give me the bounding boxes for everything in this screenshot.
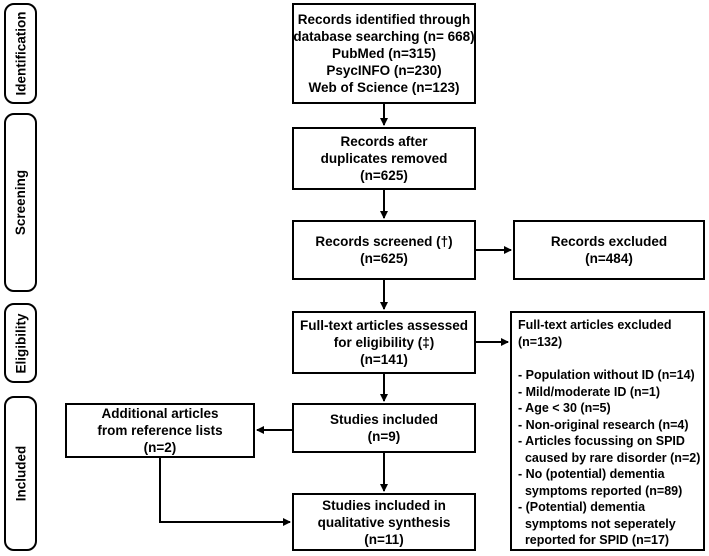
records-deduplicated-line-2: duplicates removed bbox=[320, 151, 448, 166]
fulltext-excluded-header-1: Full-text articles excluded bbox=[518, 318, 672, 332]
arrow-additional-to-qualitative bbox=[159, 458, 291, 526]
records-identified-line-2: database searching (n= 668) bbox=[293, 29, 475, 44]
records-identified-line-3: PubMed (n=315) bbox=[332, 46, 436, 61]
additional-articles-line-2: from reference lists bbox=[97, 423, 223, 438]
fulltext-assessed-line-1: Full-text articles assessed bbox=[299, 318, 469, 333]
qualitative-synthesis-line-3: (n=11) bbox=[364, 531, 404, 547]
fulltext-excluded-header-2: (n=132) bbox=[518, 334, 563, 349]
records-identified-line-4: PsycINFO (n=230) bbox=[326, 63, 442, 78]
additional-articles-line-1: Additional articles bbox=[101, 406, 219, 421]
stage-screening: Screening bbox=[4, 113, 37, 292]
fulltext-excluded-reason-6: caused by rare disorder (n=2) bbox=[518, 450, 701, 465]
records-identified-box: Records identified through database sear… bbox=[292, 3, 476, 104]
additional-articles-box: Additional articles from reference lists… bbox=[65, 403, 255, 458]
records-deduplicated-line-3: (n=625) bbox=[360, 168, 408, 183]
additional-articles-line-3: (n=2) bbox=[143, 440, 177, 455]
records-deduplicated-box: Records after duplicates removed (n=625) bbox=[292, 127, 476, 190]
fulltext-excluded-reason-9: - (Potential) dementia bbox=[518, 500, 646, 514]
stage-eligibility: Eligibility bbox=[4, 303, 37, 383]
fulltext-excluded-reason-3: - Age < 30 (n=5) bbox=[518, 401, 611, 415]
qualitative-synthesis-box: Studies included in qualitative synthesi… bbox=[292, 493, 476, 551]
records-identified-line-1: Records identified through bbox=[297, 12, 471, 27]
qualitative-synthesis-line-1: Studies included in bbox=[322, 497, 446, 513]
fulltext-assessed-line-3: (n=141) bbox=[360, 352, 408, 367]
records-screened-line-2: (n=625) bbox=[360, 251, 408, 266]
fulltext-excluded-reason-5: - Articles focussing on SPID bbox=[518, 434, 685, 448]
fulltext-excluded-reason-4: - Non-original research (n=4) bbox=[518, 417, 689, 432]
records-excluded-line-2: (n=484) bbox=[585, 251, 633, 266]
studies-included-box: Studies included (n=9) bbox=[292, 403, 476, 453]
stage-identification: Identification bbox=[4, 3, 37, 104]
fulltext-excluded-reason-8: symptoms reported (n=89) bbox=[518, 483, 683, 498]
fulltext-assessed-box: Full-text articles assessed for eligibil… bbox=[292, 311, 476, 374]
fulltext-assessed-line-2: for eligibility (‡) bbox=[333, 335, 435, 350]
records-excluded-box: Records excluded (n=484) bbox=[513, 220, 705, 280]
records-screened-line-1: Records screened (†) bbox=[315, 234, 453, 249]
records-identified-line-5: Web of Science (n=123) bbox=[308, 80, 460, 95]
fulltext-excluded-box: Full-text articles excluded (n=132) - Po… bbox=[510, 311, 705, 551]
records-deduplicated-line-1: Records after bbox=[340, 134, 428, 149]
stage-included: Included bbox=[4, 396, 37, 551]
fulltext-excluded-reason-10: symptoms not seperately bbox=[518, 516, 676, 531]
records-screened-box: Records screened (†) (n=625) bbox=[292, 220, 476, 280]
records-excluded-line-1: Records excluded bbox=[550, 234, 668, 249]
fulltext-excluded-reason-7: - No (potential) dementia bbox=[518, 467, 665, 481]
studies-included-line-1: Studies included bbox=[329, 412, 438, 427]
fulltext-excluded-reason-11: reported for SPID (n=17) bbox=[518, 533, 670, 547]
qualitative-synthesis-line-2: qualitative synthesis bbox=[317, 514, 451, 530]
fulltext-excluded-reason-2: - Mild/moderate ID (n=1) bbox=[518, 384, 661, 399]
studies-included-line-2: (n=9) bbox=[367, 429, 401, 444]
fulltext-excluded-reason-1: - Population without ID (n=14) bbox=[518, 368, 695, 382]
